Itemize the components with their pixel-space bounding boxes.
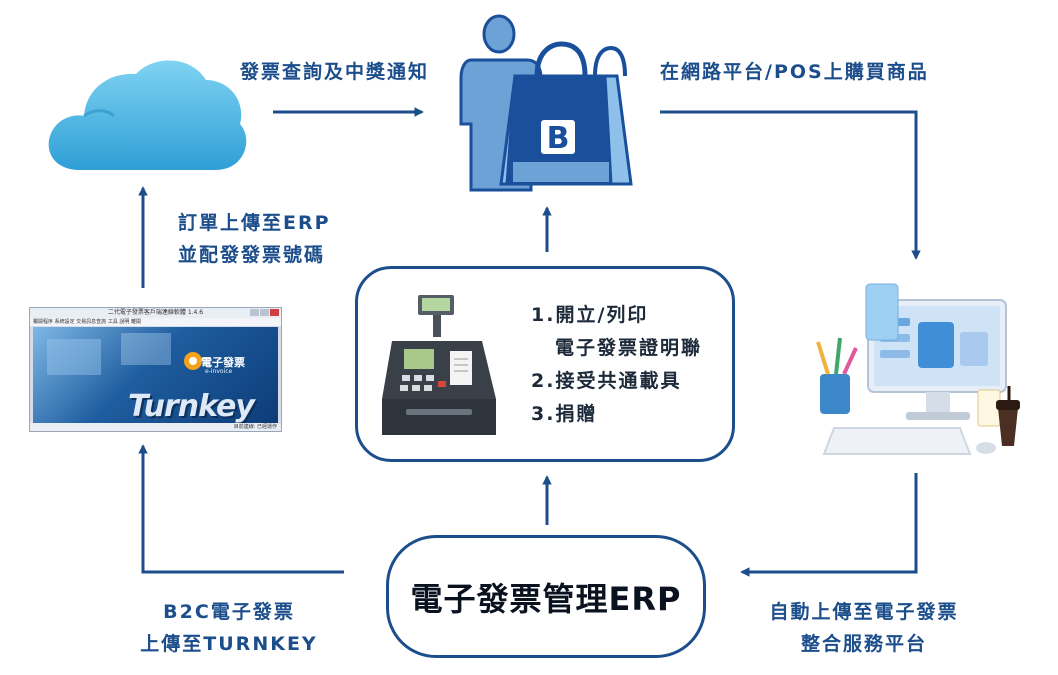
label-erp-to-turnkey-line2: 上傳至TURNKEY — [140, 633, 318, 655]
bag-logo — [541, 120, 575, 154]
erp-title: 電子發票管理ERP — [410, 579, 682, 618]
close-icon — [270, 309, 279, 316]
turnkey-logo-word: Turnkey — [128, 389, 255, 423]
label-erp-to-turnkey-line1: B2C電子發票 — [163, 601, 295, 623]
label-computer-to-erp-line1: 自動上傳至電子發票 — [769, 601, 959, 623]
label-erp-to-turnkey: B2C電子發票 上傳至TURNKEY — [134, 596, 324, 660]
label-turnkey-to-cloud: 訂單上傳至ERP 並配發發票號碼 — [178, 207, 331, 271]
pos-step-3: 3.捐贈 — [531, 403, 598, 425]
arrow-shopper-to-computer — [660, 110, 921, 260]
erp-box: 電子發票管理ERP — [386, 535, 706, 658]
pos-step-1-detail: 電子發票證明聯 — [555, 337, 703, 359]
turnkey-splash-graphics — [47, 333, 202, 375]
turnkey-statusbar: 目前連線: 已經運作 — [30, 423, 281, 431]
label-turnkey-to-cloud-line1: 訂單上傳至ERP — [178, 212, 331, 234]
label-computer-to-erp: 自動上傳至電子發票 整合服務平台 — [748, 596, 980, 660]
label-computer-to-erp-line2: 整合服務平台 — [800, 633, 927, 655]
maximize-icon — [260, 309, 269, 316]
turnkey-window-buttons — [250, 309, 279, 316]
label-shopper-to-computer: 在網路平台/POS上購買商品 — [660, 61, 929, 83]
shopper-with-bag-icon: B — [459, 14, 633, 192]
desktop-computer-icon — [816, 283, 1020, 455]
label-turnkey-to-cloud-line2: 並配發發票號碼 — [178, 244, 326, 266]
bag-letter: B — [547, 121, 570, 156]
turnkey-titlebar: 二代電子發票客戶端連線軟體 1.4.6 — [30, 308, 281, 318]
minimize-icon — [250, 309, 259, 316]
pos-process-box: 1.開立/列印 電子發票證明聯 2.接受共通載具 3.捐贈 — [355, 266, 735, 462]
turnkey-menubar: 獨開程序 系統設定 交易訊息查詢 工具 說明 離開 — [30, 318, 281, 326]
turnkey-app-window: 二代電子發票客戶端連線軟體 1.4.6 獨開程序 系統設定 交易訊息查詢 工具 … — [29, 307, 282, 432]
turnkey-brand-sub: e-invoice — [205, 368, 233, 375]
label-cloud-to-shopper: 發票查詢及中獎通知 — [240, 61, 430, 83]
arrow-erp-to-turnkey — [138, 444, 344, 574]
pos-step-2: 2.接受共通載具 — [531, 370, 682, 392]
pos-step-1: 1.開立/列印 — [531, 304, 649, 326]
turnkey-binary: 0100101 — [183, 422, 217, 423]
pos-steps: 1.開立/列印 電子發票證明聯 2.接受共通載具 3.捐贈 — [531, 299, 702, 431]
cloud-icon — [48, 60, 247, 170]
arrow-computer-to-erp — [740, 473, 918, 577]
turnkey-brand: 電子發票 — [201, 356, 245, 369]
turnkey-splash: 電子發票 e-invoice Turnkey 0100101 — [33, 327, 278, 423]
cash-register-icon — [382, 295, 496, 435]
